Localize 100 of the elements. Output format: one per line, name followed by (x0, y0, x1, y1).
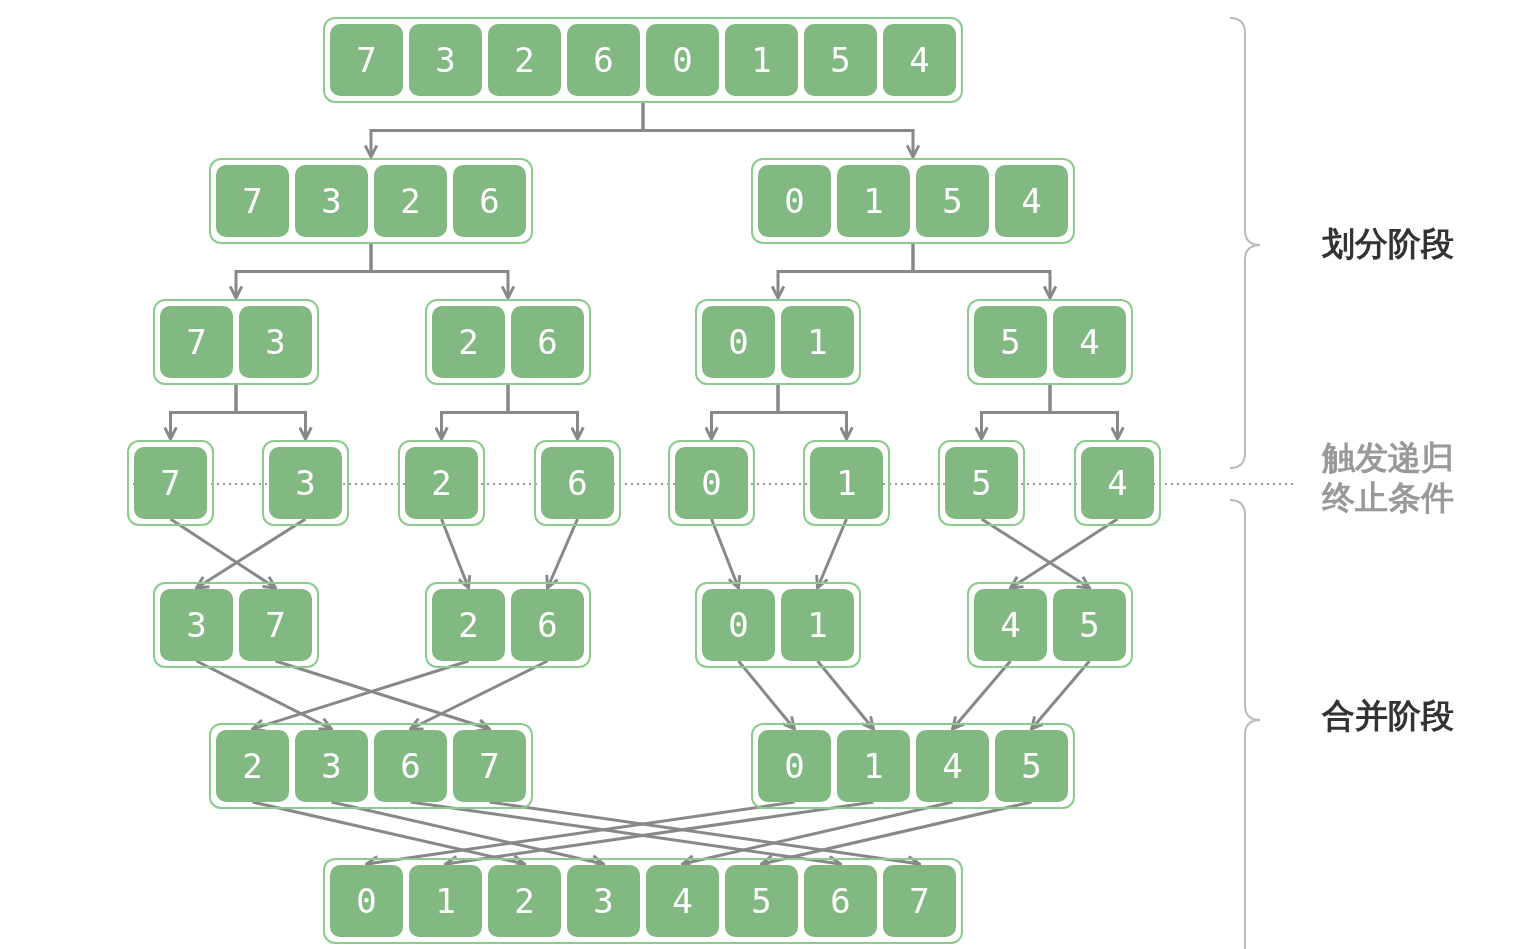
array-box (323, 858, 963, 944)
array-cell: 5 (995, 730, 1068, 802)
arrow (169, 517, 277, 590)
arrow (506, 385, 585, 441)
array-cell: 3 (295, 165, 368, 237)
arrow (195, 659, 333, 731)
array-cell: 3 (269, 447, 342, 519)
array-box (668, 440, 755, 526)
stage-label: 触发递归终止条件 (1322, 438, 1455, 518)
array-cell: 0 (646, 24, 719, 96)
array-cell: 4 (1053, 306, 1126, 378)
array-cell: 7 (239, 589, 312, 661)
array-cell: 1 (810, 447, 883, 519)
array-cell: 0 (758, 730, 831, 802)
array-cell: 5 (916, 165, 989, 237)
array-box (1074, 440, 1161, 526)
array-cell: 6 (453, 165, 526, 237)
arrow (545, 518, 579, 590)
array-cell: 5 (725, 865, 798, 937)
array-box (127, 440, 214, 526)
arrow (951, 660, 1012, 731)
array-box (751, 723, 1075, 809)
array-cell: 5 (1053, 589, 1126, 661)
array-box (751, 158, 1075, 244)
arrow (980, 517, 1091, 590)
array-cell: 6 (511, 306, 584, 378)
array-cell: 1 (781, 589, 854, 661)
array-cell: 5 (804, 24, 877, 96)
arrow (1048, 385, 1125, 441)
array-box (323, 17, 963, 103)
array-cell: 5 (974, 306, 1047, 378)
stage-label: 合并阶段 (1322, 696, 1455, 736)
array-box (803, 440, 890, 526)
array-cell: 2 (374, 165, 447, 237)
array-cell: 1 (409, 865, 482, 937)
array-cell: 3 (567, 865, 640, 937)
array-cell: 0 (702, 306, 775, 378)
array-box (425, 582, 591, 668)
array-cell: 6 (541, 447, 614, 519)
array-box (695, 299, 861, 385)
array-cell: 4 (995, 165, 1068, 237)
array-cell: 7 (216, 165, 289, 237)
arrow (234, 385, 313, 441)
array-box (153, 299, 319, 385)
array-box (209, 723, 533, 809)
array-cell: 0 (330, 865, 403, 937)
array-cell: 4 (1081, 447, 1154, 519)
arrow (911, 244, 1058, 300)
array-box (262, 440, 349, 526)
array-cell: 4 (883, 24, 956, 96)
array-cell: 2 (216, 730, 289, 802)
array-cell: 6 (374, 730, 447, 802)
arrow (815, 518, 848, 590)
arrow (409, 659, 549, 731)
arrow (369, 244, 516, 300)
array-cell: 7 (453, 730, 526, 802)
array-box (398, 440, 485, 526)
arrow (816, 660, 875, 731)
array-cell: 3 (295, 730, 368, 802)
array-box (534, 440, 621, 526)
stage-label: 划分阶段 (1322, 224, 1455, 264)
array-cell: 6 (804, 865, 877, 937)
arrow (195, 517, 307, 590)
array-box (209, 158, 533, 244)
array-cell: 0 (675, 447, 748, 519)
arrow (1030, 660, 1091, 731)
arrow (1009, 517, 1119, 590)
arrow (641, 103, 921, 159)
array-cell: 1 (781, 306, 854, 378)
array-cell: 6 (511, 589, 584, 661)
array-cell: 0 (702, 589, 775, 661)
arrow (251, 659, 469, 733)
arrow (710, 518, 742, 590)
array-box (967, 299, 1133, 385)
array-box (153, 582, 319, 668)
array-cell: 7 (330, 24, 403, 96)
array-cell: 4 (646, 865, 719, 937)
array-cell: 4 (974, 589, 1047, 661)
array-cell: 7 (134, 447, 207, 519)
array-cell: 3 (239, 306, 312, 378)
array-cell: 2 (432, 306, 505, 378)
array-cell: 7 (883, 865, 956, 937)
array-cell: 3 (160, 589, 233, 661)
array-cell: 6 (567, 24, 640, 96)
array-cell: 5 (945, 447, 1018, 519)
arrow (440, 518, 472, 590)
array-cell: 1 (837, 730, 910, 802)
arrow (776, 385, 854, 441)
array-cell: 1 (837, 165, 910, 237)
array-box (425, 299, 591, 385)
array-cell: 2 (488, 865, 561, 937)
array-cell: 0 (758, 165, 831, 237)
arrow (737, 660, 796, 731)
array-cell: 7 (160, 306, 233, 378)
array-box (967, 582, 1133, 668)
arrow (275, 659, 491, 733)
array-cell: 2 (405, 447, 478, 519)
array-cell: 4 (916, 730, 989, 802)
array-cell: 1 (725, 24, 798, 96)
array-cell: 3 (409, 24, 482, 96)
